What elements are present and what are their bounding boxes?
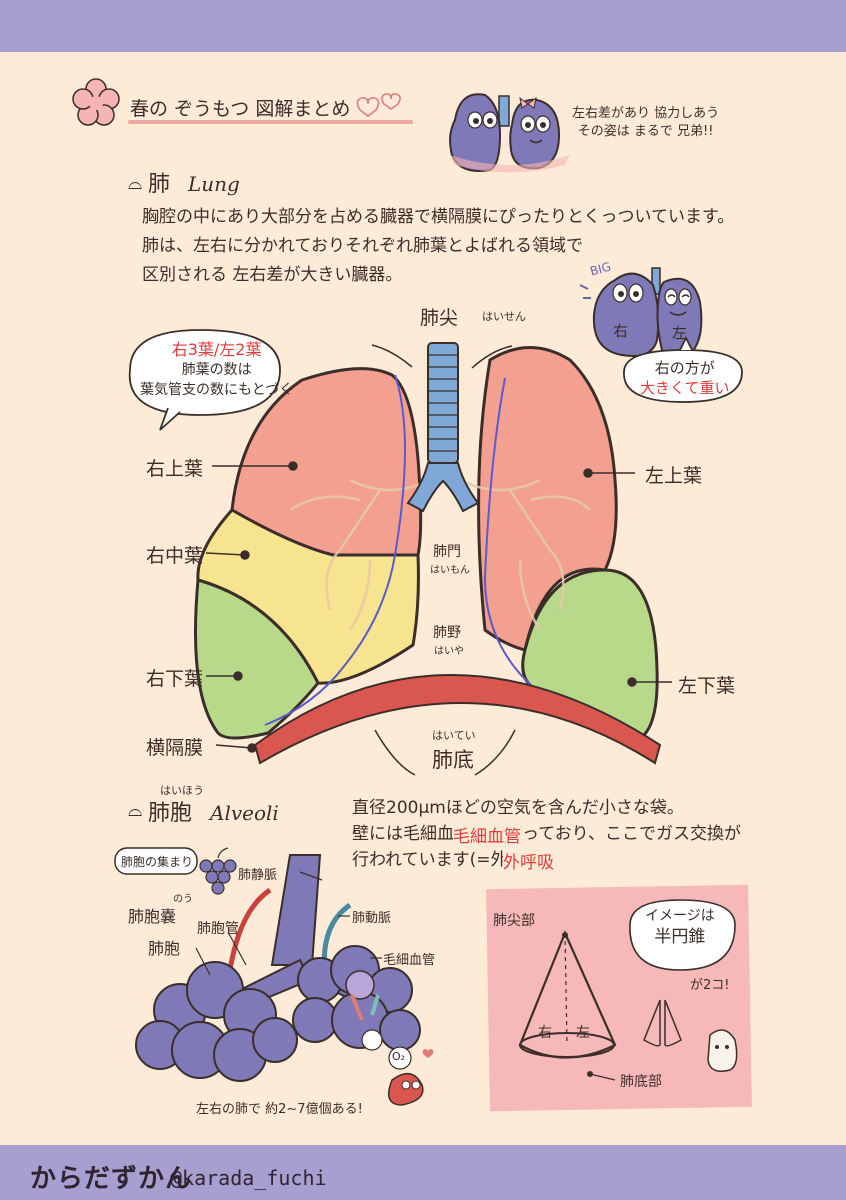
grapes-icon <box>199 847 237 895</box>
lobe-note: 右3葉/左2葉 肺葉の数は 葉気管支の数にもとづく <box>140 340 293 400</box>
apex-label: 肺尖 <box>420 307 459 329</box>
base-reading: はいてい <box>432 729 476 742</box>
hilum-reading: はいもん <box>430 565 470 576</box>
o2-label: O₂ <box>392 1050 406 1063</box>
lobe-note-line2: 葉気管支の数にもとづく <box>140 382 294 398</box>
sakura-icon <box>72 78 120 126</box>
cone-apex-label: 肺尖部 <box>493 913 535 929</box>
lung-heading-en: Lung <box>188 172 240 196</box>
page-title: 春の ぞうもつ 図解まとめ <box>130 98 351 120</box>
cluster-speech-bubble <box>114 847 198 875</box>
left-lower-lobe-label: 左下葉 <box>678 675 736 697</box>
alveoli-description: 直径200μmほどの空気を含んだ小さな袋。 壁には毛細血管が広がっており、ここで… <box>352 795 741 873</box>
cone-bubble-line2: 半円錐 <box>654 927 706 947</box>
field-label: 肺野 <box>433 625 461 641</box>
cone-right-label: 右 <box>538 1025 552 1041</box>
lung-heading: 肺 Lung <box>148 166 240 198</box>
duct-label: 肺胞管 <box>197 921 239 937</box>
alveoli-illustration <box>135 854 434 1106</box>
sac-reading: のう <box>173 894 193 905</box>
right-lower-lobe-label: 右下葉 <box>146 668 204 690</box>
weight-note-line2: 大きくて重い <box>640 379 730 397</box>
weight-speech-bubble <box>623 335 743 403</box>
weight-note: 右の方が 大きくて重い <box>640 358 730 398</box>
corner-note: 左右差があり 協力しあう その姿は まるで 兄弟!! <box>572 105 719 141</box>
footer-brand: からだずかん <box>30 1164 193 1194</box>
diaphragm-label: 横隔膜 <box>146 737 204 759</box>
alveoli-icon-mark: ⌓ <box>128 800 142 821</box>
svg-text:⌓: ⌓ <box>128 800 142 821</box>
heart-icon <box>356 93 401 117</box>
big-left-label: 左 <box>672 324 688 342</box>
corner-note-line2: その姿は まるで 兄弟!! <box>577 124 714 139</box>
base-label: 肺底 <box>432 748 474 772</box>
alveolus-label: 肺胞 <box>148 939 181 958</box>
apex-bracket <box>371 344 513 369</box>
cone-card <box>486 884 752 1112</box>
corner-note-line1: 左右差があり 協力しあう <box>572 106 720 121</box>
right-middle-lobe-label: 右中葉 <box>146 545 204 567</box>
cone-base-label: 肺底部 <box>620 1074 662 1090</box>
title-underline <box>128 120 413 124</box>
hilum-label: 肺門 <box>433 544 461 560</box>
trachea <box>406 342 480 513</box>
big-lungs-icon <box>579 267 703 359</box>
left-upper-lobe-label: 左上葉 <box>645 465 703 487</box>
pulm-artery-label: 肺動脈 <box>352 911 392 926</box>
footer-handle: @karada_fuchi <box>170 1166 327 1190</box>
cluster-label: 肺胞の集まり <box>121 855 194 869</box>
apex-reading: はいせん <box>482 310 526 323</box>
capillary-highlight: 毛細血管 <box>453 822 521 847</box>
cone-left-label: 左 <box>576 1025 590 1041</box>
lobe-note-title: 右3葉/左2葉 <box>171 340 262 359</box>
alveoli-desc-line2: 壁には毛細血管が広がっており、ここでガス交換が <box>352 824 741 844</box>
lung-icon-mark: ⌓ <box>128 173 142 194</box>
lobe-note-line1: 肺葉の数は <box>181 362 252 378</box>
cone-bubble-line3: が2コ! <box>690 978 730 993</box>
alveoli-desc-line1: 直径200μmほどの空気を含んだ小さな袋。 <box>352 798 684 818</box>
lung-description: 胸腔の中にあり大部分を占める臓器で横隔膜にぴったりとくっついています。 肺は、左… <box>142 203 734 290</box>
alveoli-heading: 肺胞 Alveoli <box>148 795 279 827</box>
alveoli-heading-jp: 肺胞 <box>148 801 193 826</box>
lung-heading-jp: 肺 <box>148 172 171 197</box>
svg-text:⌓: ⌓ <box>128 173 142 194</box>
diaphragm <box>253 674 662 765</box>
right-upper-lobe-label: 右上葉 <box>146 458 204 480</box>
field-reading: はいや <box>434 646 464 657</box>
alveoli-heading-en: Alveoli <box>210 801 279 825</box>
sac-label: 肺胞嚢 <box>128 907 177 926</box>
lung-desc-line1: 胸腔の中にあり大部分を占める臓器で横隔膜にぴったりとくっついています。 <box>142 207 735 227</box>
top-bar <box>0 0 846 52</box>
lung-mascot-icon <box>449 93 570 173</box>
alveoli-desc-line3: 行われています(=外呼吸) <box>352 850 549 870</box>
alveoli-heading-reading: はいほう <box>160 784 204 797</box>
lung-desc-line3: 区別される 左右差が大きい臓器。 <box>142 265 403 285</box>
cone-bubble: イメージは 半円錐 <box>645 906 715 948</box>
lobe-speech-bubble <box>128 329 281 431</box>
weight-note-line1: 右の方が <box>654 359 715 377</box>
count-note: 左右の肺で 約2~7億個ある! <box>196 1102 363 1117</box>
pulm-vein-label: 肺静脈 <box>238 868 278 883</box>
footer-bar <box>0 1145 846 1200</box>
lungs-diagram <box>194 342 672 776</box>
lung-desc-line2: 肺は、左右に分かれておりそれぞれ肺葉とよばれる領域で <box>142 236 583 256</box>
cone-bubble-line1: イメージは <box>645 908 715 924</box>
big-right-label: 右 <box>613 322 629 340</box>
capillary-label: 毛細血管 <box>383 953 436 968</box>
external-respiration-highlight: 外呼吸 <box>503 848 554 873</box>
